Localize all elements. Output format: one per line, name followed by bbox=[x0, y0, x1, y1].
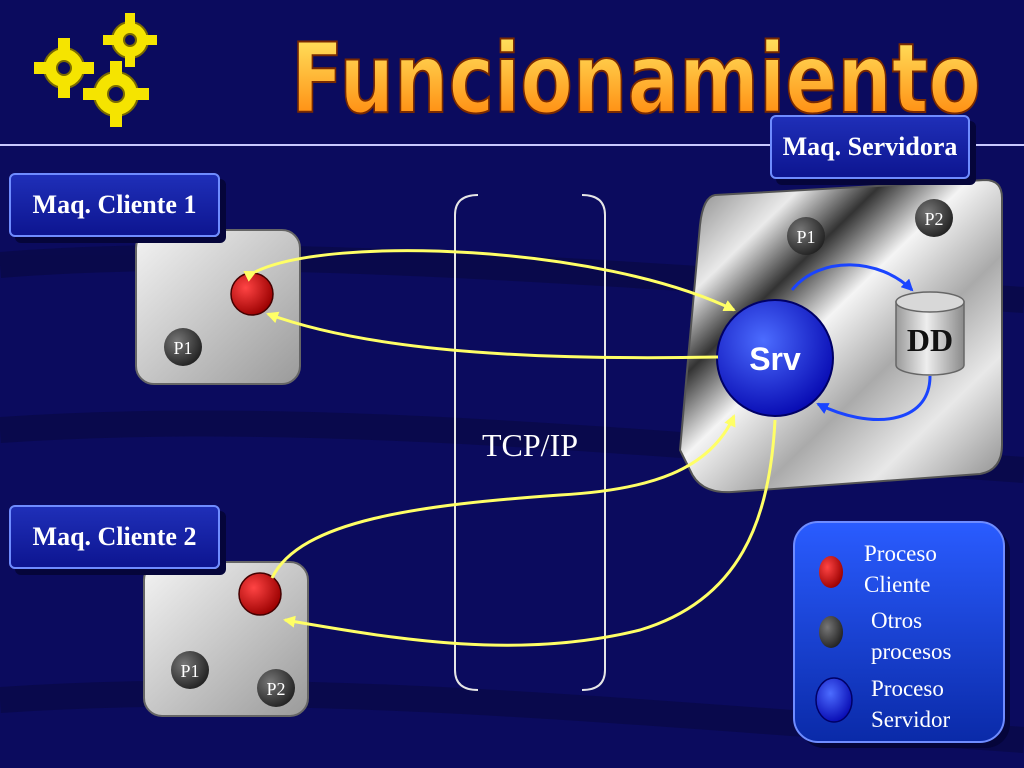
legend-server-swatch bbox=[815, 677, 853, 723]
legend-server-line2: Servidor bbox=[871, 707, 951, 732]
legend-client-line2: Cliente bbox=[864, 572, 931, 597]
connection-client1-request bbox=[243, 249, 736, 312]
network-right-bracket bbox=[581, 194, 606, 691]
network-label: TCP/IP bbox=[482, 427, 578, 463]
client1-machine-label: Maq. Cliente 1 bbox=[9, 173, 220, 237]
client2-other-process-p2 bbox=[257, 669, 295, 707]
database-icon bbox=[895, 291, 965, 376]
network-left-bracket bbox=[454, 194, 479, 691]
client1-client-process bbox=[230, 272, 274, 316]
page-title: Funcionamiento bbox=[291, 23, 981, 135]
client1-p1-label: P1 bbox=[173, 338, 192, 358]
client2-machine-label: Maq. Cliente 2 bbox=[9, 505, 220, 569]
legend-other-swatch bbox=[819, 616, 843, 648]
server-p2-label: P2 bbox=[924, 209, 943, 229]
connection-client2-request bbox=[270, 414, 736, 579]
client2-p1-label: P1 bbox=[180, 661, 199, 681]
legend-client-line1: Proceso bbox=[864, 541, 937, 566]
client2-p2-label: P2 bbox=[266, 679, 285, 699]
server-process-label: Srv bbox=[749, 341, 801, 377]
connection-client2-response bbox=[283, 419, 777, 647]
legend-other-line2: procesos bbox=[871, 639, 952, 664]
legend-item-client: Proceso Cliente bbox=[864, 538, 937, 600]
legend-item-other: Otros procesos bbox=[871, 605, 951, 667]
client2-client-process bbox=[238, 572, 282, 616]
server-p1-label: P1 bbox=[796, 227, 815, 247]
server-loop-top-arrow bbox=[790, 263, 914, 292]
server-other-process-p1 bbox=[787, 217, 825, 255]
connections bbox=[243, 249, 777, 647]
client1-other-process-p1 bbox=[164, 328, 202, 366]
client2-other-process-p1 bbox=[171, 651, 209, 689]
connection-client1-response bbox=[266, 311, 719, 360]
legend-server-line1: Proceso bbox=[871, 676, 944, 701]
client1-machine bbox=[135, 229, 301, 385]
database-label: DD bbox=[907, 322, 953, 358]
server-loop-bottom-arrow bbox=[816, 375, 932, 422]
server-machine-label: Maq. Servidora bbox=[770, 115, 970, 179]
gears-icon bbox=[34, 13, 157, 127]
server-other-process-p2 bbox=[915, 199, 953, 237]
legend-other-line1: Otros bbox=[871, 608, 923, 633]
legend-item-server: Proceso Servidor bbox=[871, 673, 950, 735]
legend-client-swatch bbox=[819, 556, 843, 588]
